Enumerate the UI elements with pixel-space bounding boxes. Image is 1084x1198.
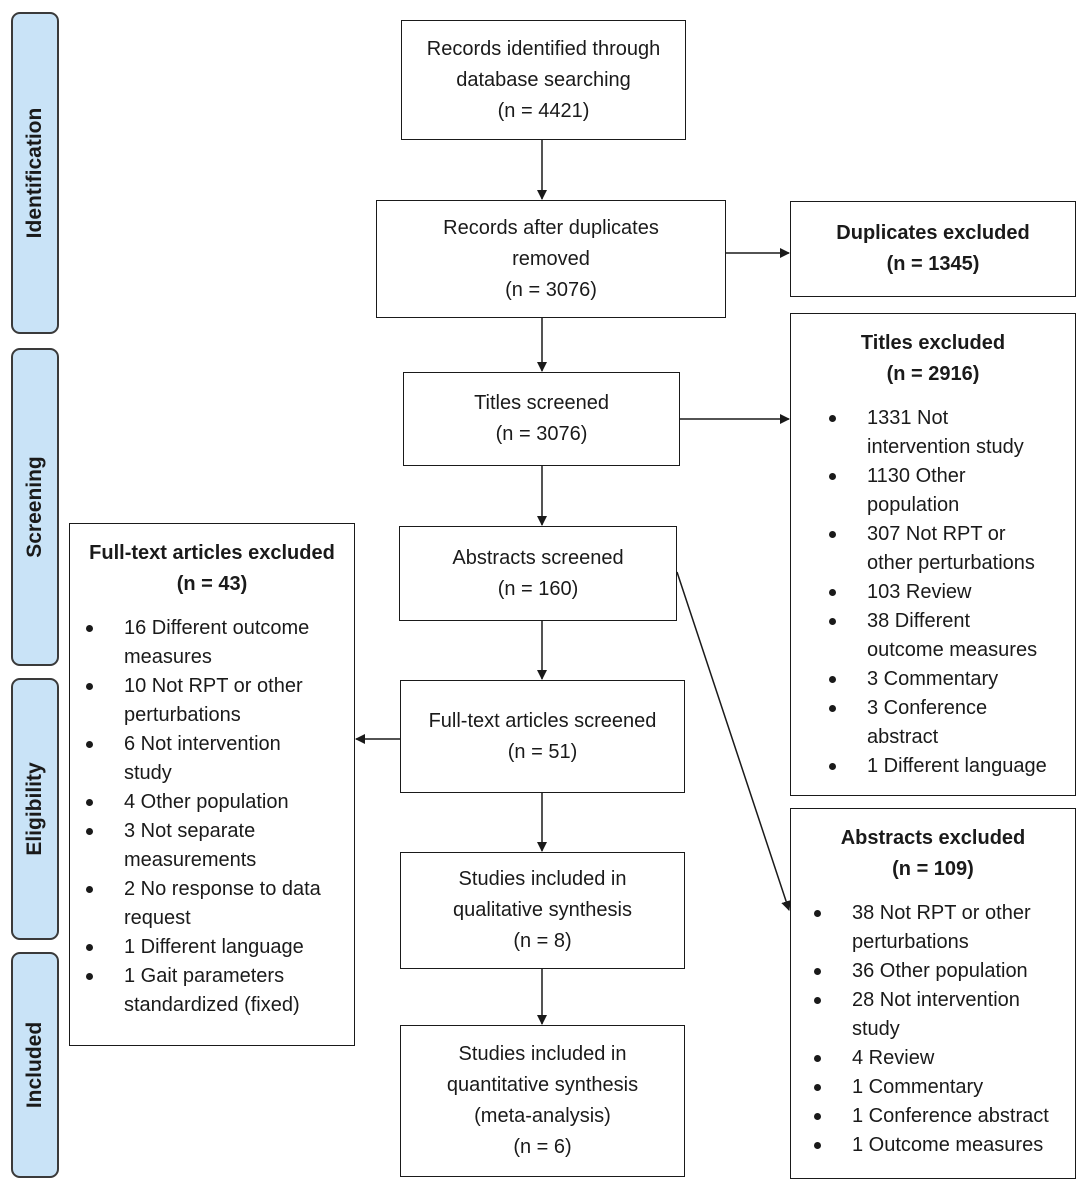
fulltext-excluded-box: Full-text articles excluded (n = 43) 16 … [69,523,355,1046]
list-item: 1 Commentary [814,1073,1075,1102]
duplicates-excluded-box: Duplicates excluded (n = 1345) [790,201,1076,297]
list-item: 36 Other population [814,957,1075,986]
after-duplicates-box: Records after duplicates removed (n = 30… [376,200,726,318]
fulltext-screened-box: Full-text articles screened (n = 51) [400,680,685,793]
records-identified-box: Records identified through database sear… [401,20,686,140]
list-item: 1 Different language [86,933,354,962]
abstracts-excluded-box: Abstracts excluded (n = 109) 38 Not RPT … [790,808,1076,1179]
list-item: 1 Different language [829,752,1075,781]
list-item: 4 Other population [86,788,354,817]
list-item: 4 Review [814,1044,1075,1073]
list-item: 1 Conference abstract [814,1102,1075,1131]
abstracts-screened-box: Abstracts screened (n = 160) [399,526,677,621]
qualitative-synthesis-box: Studies included in qualitative synthesi… [400,852,685,969]
phase-included: Included [11,952,59,1178]
phase-eligibility: Eligibility [11,678,59,940]
list-item: 1 Outcome measures [814,1131,1075,1160]
phase-screening: Screening [11,348,59,666]
quantitative-synthesis-box: Studies included in quantitative synthes… [400,1025,685,1177]
arrow-to-abstracts-excluded [676,571,791,911]
titles-screened-box: Titles screened (n = 3076) [403,372,680,466]
list-item: 3 Commentary [829,665,1075,694]
list-item: 103 Review [829,578,1075,607]
phase-identification: Identification [11,12,59,334]
